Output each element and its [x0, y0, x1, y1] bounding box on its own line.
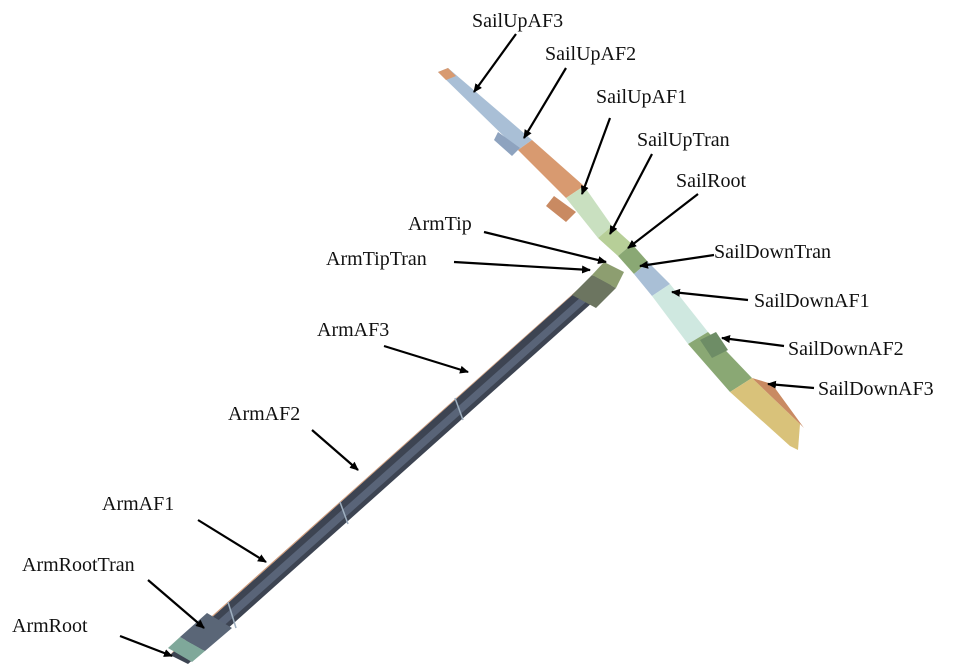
arrow-sail-down-tran	[639, 253, 715, 269]
sail-up-af1-segment	[566, 186, 612, 238]
arm-tip-tran-segment	[572, 275, 616, 308]
label-arm-af3: ArmAF3	[317, 319, 389, 341]
sail-down-tran-segment	[634, 262, 670, 296]
label-arm-tip-tran: ArmTipTran	[326, 248, 427, 270]
sail-up-af2-shade	[494, 132, 520, 156]
arrow-arm-root	[119, 634, 173, 658]
label-sail-down-af1: SailDownAF1	[754, 290, 870, 312]
sail-up-af3-segment	[438, 68, 532, 150]
label-sail-up-tran: SailUpTran	[637, 129, 730, 151]
label-sail-down-af3: SailDownAF3	[818, 378, 934, 400]
arrow-sail-down-af1	[671, 288, 749, 302]
label-arm-tip: ArmTip	[408, 213, 472, 235]
sail-up-af1-shade	[546, 196, 576, 222]
label-sail-up-af3: SailUpAF3	[472, 10, 563, 32]
sail-up-tran-segment	[598, 226, 632, 256]
sail-down-af2-shade	[700, 332, 728, 358]
label-sail-up-af1: SailUpAF1	[596, 86, 687, 108]
arrow-arm-af3	[383, 344, 469, 374]
arrow-sail-down-af3	[767, 380, 815, 390]
arrow-arm-tip	[483, 230, 607, 264]
arrow-sail-up-af1	[580, 117, 612, 195]
arrow-arm-af1	[197, 519, 267, 563]
arm-highlight	[185, 280, 606, 656]
arm-beam	[168, 262, 624, 664]
arm-top-face	[170, 266, 604, 655]
arm-tip-segment	[592, 262, 624, 288]
arm-seam-2	[339, 501, 349, 525]
label-sail-down-tran: SailDownTran	[714, 241, 831, 263]
arrow-sail-up-af3	[473, 33, 517, 93]
arrow-arm-af2	[311, 429, 359, 471]
arrow-sail-up-af2	[523, 67, 567, 139]
sail-down-af3-segment	[730, 378, 800, 450]
sail-beam	[438, 68, 804, 450]
arm-seam-3	[454, 397, 464, 421]
label-arm-af2: ArmAF2	[228, 403, 300, 425]
arm-root-tran-segment	[180, 613, 232, 651]
label-sail-root: SailRoot	[676, 170, 746, 192]
arrow-sail-up-tran	[609, 153, 653, 235]
label-sail-up-af2: SailUpAF2	[545, 43, 636, 65]
sail-down-af1-segment	[652, 284, 708, 344]
arrow-arm-root-tran	[147, 579, 205, 629]
sail-down-af2-segment	[688, 332, 752, 392]
leader-arrows	[119, 33, 815, 658]
arrow-sail-root	[627, 193, 699, 249]
sail-up-af2-segment	[518, 140, 584, 198]
arrow-arm-tip-tran	[453, 260, 591, 274]
sail-up-af3-top	[438, 68, 456, 80]
label-sail-down-af2: SailDownAF2	[788, 338, 904, 360]
arm-root-segment	[168, 637, 205, 662]
arrow-sail-down-af2	[721, 335, 785, 348]
arm-seam-1	[227, 601, 237, 629]
label-arm-root: ArmRoot	[12, 615, 88, 637]
label-arm-af1: ArmAF1	[102, 493, 174, 515]
labels: SailUpAF3 SailUpAF2 SailUpAF1 SailUpTran…	[12, 10, 934, 637]
label-arm-root-tran: ArmRootTran	[22, 554, 135, 576]
